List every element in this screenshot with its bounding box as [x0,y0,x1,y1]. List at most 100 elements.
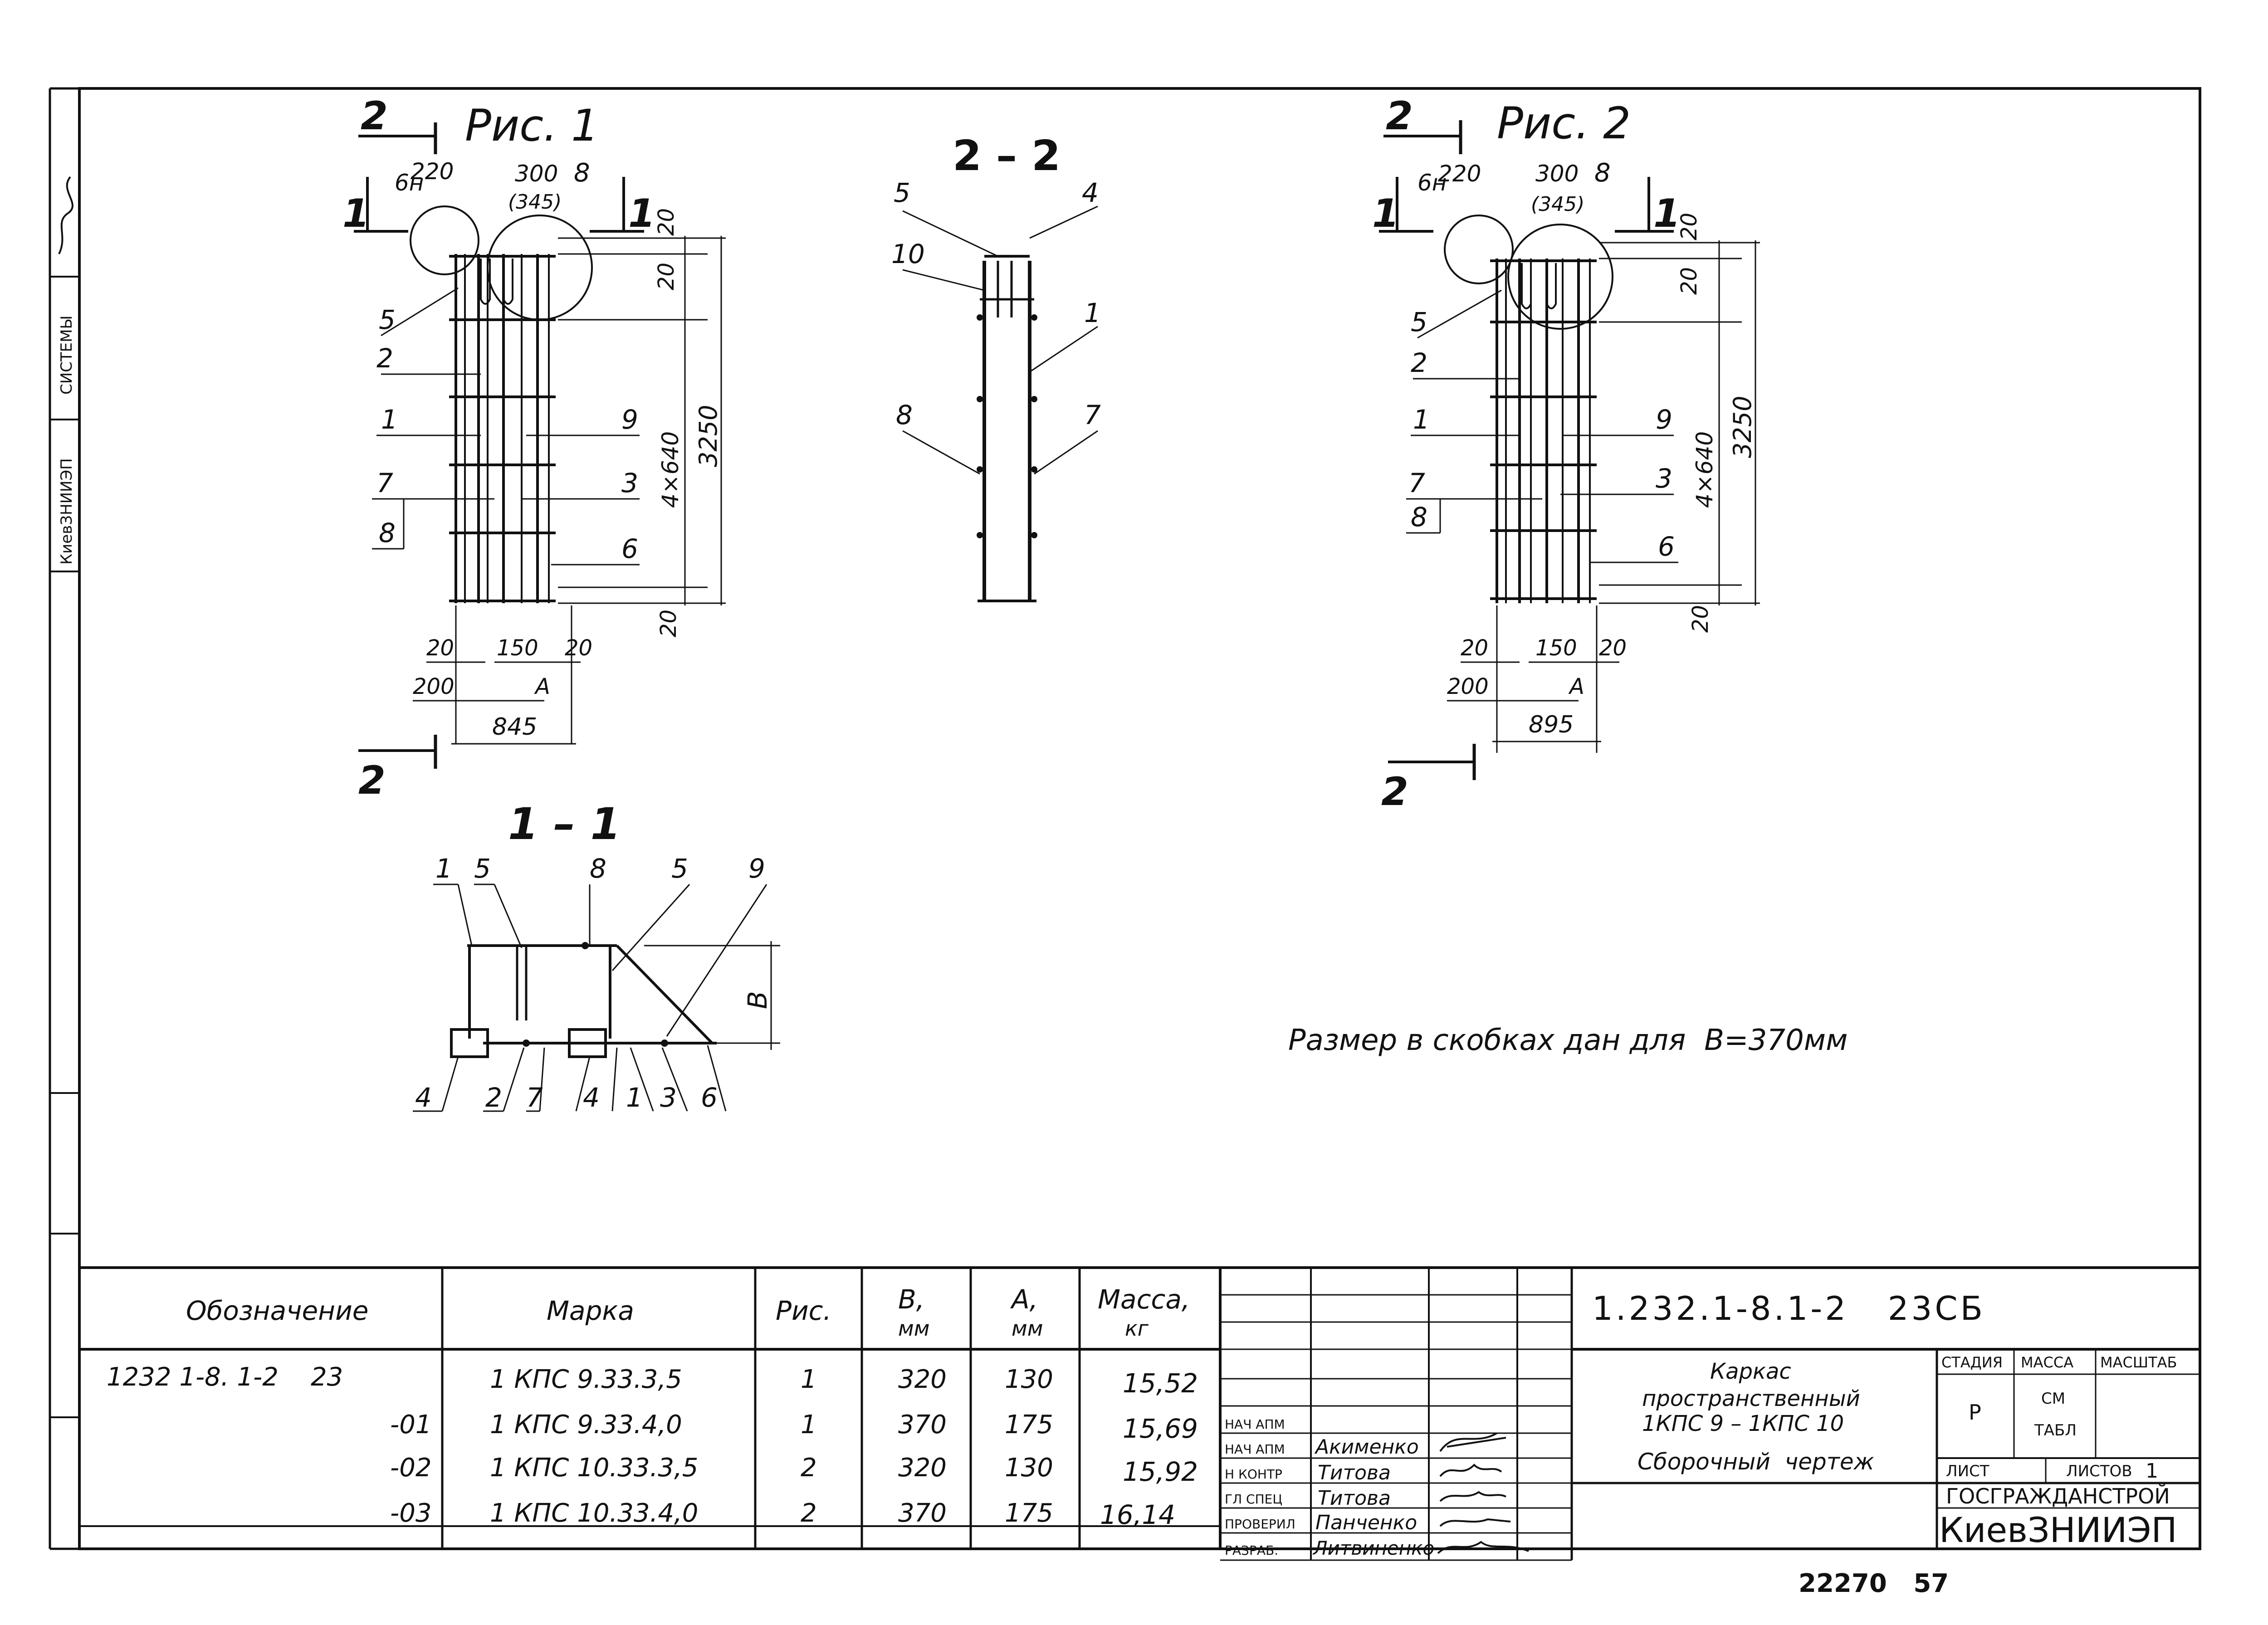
fig2-label-9: 9 [1656,404,1672,435]
mass-label: МАССА [2021,1354,2073,1371]
spec-row1-fig: 1 [801,1365,817,1394]
drawing-frame [49,87,2201,1550]
stage-label: СТАДИЯ [1941,1354,2003,1371]
section11-bottom-3: 3 [660,1082,677,1113]
section22-title: 2 – 2 [953,132,1061,180]
fig1-label-1: 1 [381,404,398,435]
fig2-dim-20a: 20 [1677,213,1702,240]
spec-row4-a: 175 [1005,1498,1053,1528]
org-top: ГОСГРАЖДАНСТРОЙ [1946,1484,2170,1508]
fig1-dim-200: 200 [413,674,455,699]
fig2-cut1-left: 1 [1372,191,1399,236]
title-drawing-type: Сборочный чертеж [1637,1449,1874,1475]
spec-row4-mass: 16,14 [1100,1499,1175,1530]
footer-number: 22270 57 [1799,1569,1949,1598]
fig2-dim-3250: 3250 [1728,396,1757,458]
handwritten-signatures [1437,1432,1529,1554]
section11-top-8: 8 [590,853,606,884]
sig-role-5: ПРОВЕРИЛ [1225,1517,1295,1532]
fig2-dim-6n: 6н [1418,170,1447,196]
fig2-label-3: 3 [1656,463,1672,494]
spec-row1-b: 320 [898,1365,947,1394]
fig2-dim-220: 220 [1438,161,1481,187]
section11-dim-b: В [742,991,773,1009]
section11-bottom-7: 7 [526,1082,543,1113]
fig1-cut2-top: 2 [361,93,388,139]
fig2-dim-150: 150 [1535,635,1577,661]
signature-grid [1220,1268,1573,1561]
sig-name-5: Панченко [1315,1511,1417,1534]
figure-2 [1379,120,1760,780]
spec-row2-designation: -01 [390,1410,431,1440]
spec-header-mass: Масса, [1098,1284,1190,1315]
fig2-dim-20c: 20 [1688,605,1713,633]
spec-header-a: А, [1010,1284,1038,1315]
sig-name-2: Акименко [1314,1435,1419,1459]
spec-row3-a: 130 [1005,1453,1053,1483]
section11-top-5b: 5 [671,853,688,884]
fig2-label-8: 8 [1411,502,1427,532]
fig1-label-5: 5 [379,304,396,335]
fig2-cut1-right: 1 [1653,191,1681,236]
spec-row3-fig: 2 [801,1453,817,1483]
fig2-label-2: 2 [1411,347,1427,378]
fig2-cut2-top: 2 [1386,93,1413,139]
section11-bottom-4b: 4 [583,1082,600,1113]
fig1-dim-845: 845 [492,713,537,741]
spec-header-b: В, [898,1284,924,1315]
spec-table-grid [79,1266,2200,1549]
spec-header-a-unit: мм [1012,1316,1043,1341]
mass-value-1: СМ [2041,1390,2065,1408]
left-strip-signature [58,176,73,254]
section22-label-1: 1 [1084,298,1101,328]
spec-row4-b: 370 [898,1498,947,1528]
fig1-dim-300: 300 [515,161,558,187]
section11-top-1: 1 [435,853,452,884]
spec-row1-mass: 15,52 [1123,1368,1198,1399]
fig2-label-7: 7 [1408,468,1425,498]
section11-bottom-2: 2 [485,1082,502,1113]
fig1-label-3: 3 [621,468,638,498]
sheet-label: ЛИСТ [1946,1462,1989,1480]
title-desc-3: 1КПС 9 – 1КПС 10 [1642,1411,1844,1436]
section11-bottom-4a: 4 [415,1082,432,1113]
org-bottom: КиевЗНИИЭП [1939,1510,2177,1550]
fig2-dim-345: (345) [1531,193,1584,216]
title-block-grid [1572,1348,2200,1549]
figure-1 [354,122,726,769]
sig-name-6: Литвиненко [1312,1537,1434,1559]
fig1-dim-150: 150 [497,635,538,661]
section22-label-10: 10 [891,239,925,269]
section-1-1 [413,883,780,1112]
fig2-cut2-bottom: 2 [1381,769,1408,815]
fig1-title: Рис. 1 [465,100,599,151]
fig1-dim-20d: 20 [426,635,454,661]
sig-name-3: Титова [1318,1461,1391,1484]
left-strip-org: КиевЗНИИЭП [58,458,76,565]
sheets-value: 1 [2146,1459,2158,1483]
fig1-dim-20a: 20 [654,208,679,236]
sig-role-6: РАЗРАБ. [1225,1543,1278,1558]
section11-bottom-1: 1 [626,1082,643,1113]
sheets-label: ЛИСТОВ [2066,1462,2132,1480]
stage-value: Р [1969,1400,1981,1425]
spec-row3-b: 320 [898,1453,947,1483]
section11-top-5a: 5 [474,853,491,884]
fig2-dim-4x640: 4×640 [1691,431,1718,508]
spec-row1-designation: 1232 1-8. 1-2 23 [107,1362,343,1392]
spec-row4-mark: 1 КПС 10.33.4,0 [490,1498,698,1528]
spec-header-fig: Рис. [776,1295,831,1326]
bracket-note: Размер в скобках дан для В=370мм [1288,1024,1848,1057]
spec-row2-fig: 1 [801,1410,817,1440]
title-desc-1: Каркас [1710,1359,1791,1384]
fig1-dim-20b: 20 [654,263,679,290]
fig1-label-6: 6 [621,533,638,564]
fig1-label-2: 2 [376,343,393,374]
fig2-label-1: 1 [1413,404,1430,435]
title-code: 1.232.1-8.1-2 23СБ [1592,1289,1985,1327]
section22-label-7: 7 [1084,400,1101,430]
fig2-dim-300: 300 [1535,161,1579,187]
fig2-dim-8: 8 [1594,158,1611,188]
section11-bottom-6: 6 [701,1082,718,1113]
